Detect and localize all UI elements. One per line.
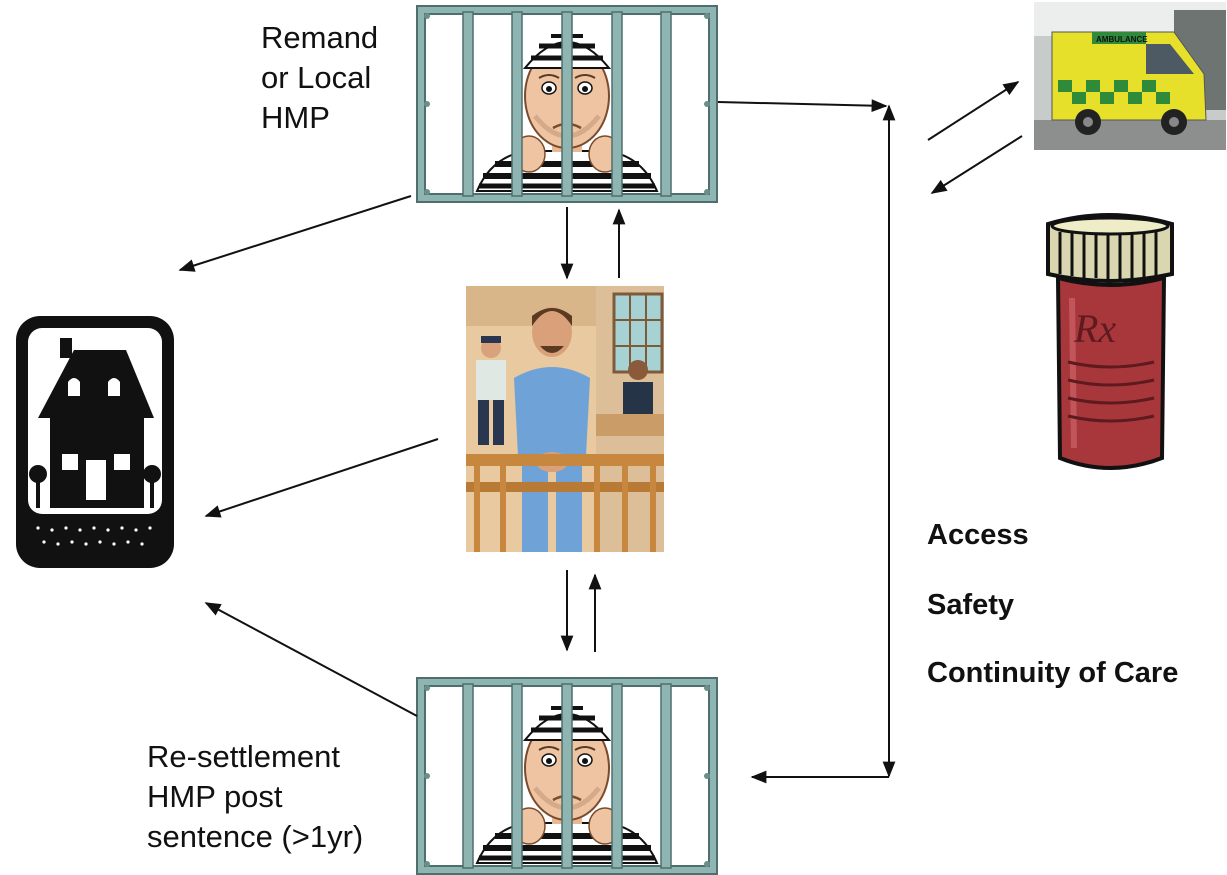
- keyword-access: Access: [927, 519, 1029, 551]
- ambulance-icon: AMBULANCE: [1034, 2, 1226, 150]
- arrow-from-ambulance: [930, 135, 1023, 194]
- house-icon: [16, 316, 174, 568]
- keyword-continuity-of-care: Continuity of Care: [927, 657, 1179, 689]
- ambulance-text: AMBULANCE: [1096, 35, 1148, 44]
- arrow-resettlement-to-home: [204, 602, 418, 717]
- resettlement-label-line: Re-settlement: [147, 739, 340, 774]
- arrow-to-ambulance: [927, 81, 1020, 141]
- prison-bottom-icon: [417, 678, 717, 874]
- resettlement-label-line: HMP post: [147, 779, 283, 814]
- arrow-remand-to-connector: [717, 99, 888, 113]
- resettlement-label-line: sentence (>1yr): [147, 819, 364, 854]
- arrow-court-to-home: [204, 438, 439, 518]
- remand-label-line: HMP: [261, 100, 330, 135]
- remand-label: Remand or Local HMP: [261, 18, 378, 138]
- resettlement-label: Re-settlement HMP post sentence (>1yr): [147, 737, 363, 857]
- arrow-remand-to-home: [178, 195, 412, 272]
- remand-label-line: Remand: [261, 20, 379, 55]
- connector-arrows: [178, 81, 1023, 784]
- prescription-bottle-icon: Rx: [1046, 213, 1174, 470]
- remand-label-line: or Local: [261, 60, 372, 95]
- prison-top-icon: [417, 6, 717, 202]
- prescription-text: Rx: [1073, 306, 1116, 351]
- keyword-safety: Safety: [927, 589, 1015, 621]
- courtroom-icon: [466, 286, 664, 552]
